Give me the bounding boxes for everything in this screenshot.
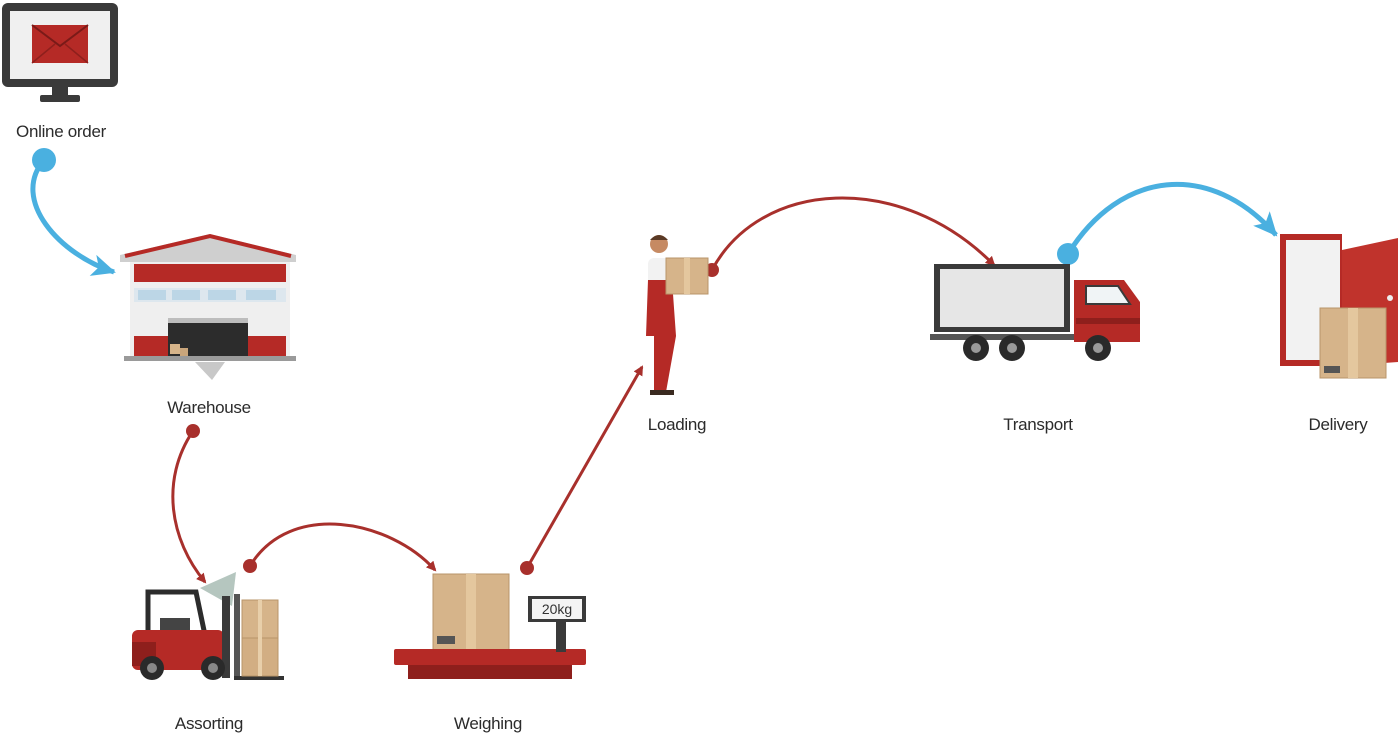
- arrow-online-order-to-warehouse: [30, 148, 116, 276]
- scale-display: 20kg: [542, 601, 572, 617]
- truck-icon: [930, 264, 1140, 361]
- arrow-warehouse-to-assorting: [171, 424, 207, 584]
- forklift-icon: [132, 572, 284, 680]
- arrow-weighing-to-loading: [520, 365, 644, 575]
- warehouse-icon: [120, 233, 296, 380]
- door-with-package-icon: [1280, 234, 1398, 379]
- arrow-transport-to-delivery: [1057, 181, 1278, 265]
- label-warehouse: Warehouse: [167, 398, 251, 417]
- step-labels: Online order Warehouse Assorting Weighin…: [16, 122, 1369, 733]
- label-loading: Loading: [648, 415, 706, 434]
- label-delivery: Delivery: [1308, 415, 1368, 434]
- label-transport: Transport: [1003, 415, 1073, 434]
- worker-carrying-box-icon: [646, 235, 709, 395]
- arrow-assorting-to-weighing: [243, 522, 437, 573]
- label-online-order: Online order: [16, 122, 107, 141]
- label-assorting: Assorting: [175, 714, 243, 733]
- computer-monitor-icon: [2, 3, 118, 102]
- weighing-scale-icon: 20kg: [394, 573, 586, 679]
- label-weighing: Weighing: [454, 714, 522, 733]
